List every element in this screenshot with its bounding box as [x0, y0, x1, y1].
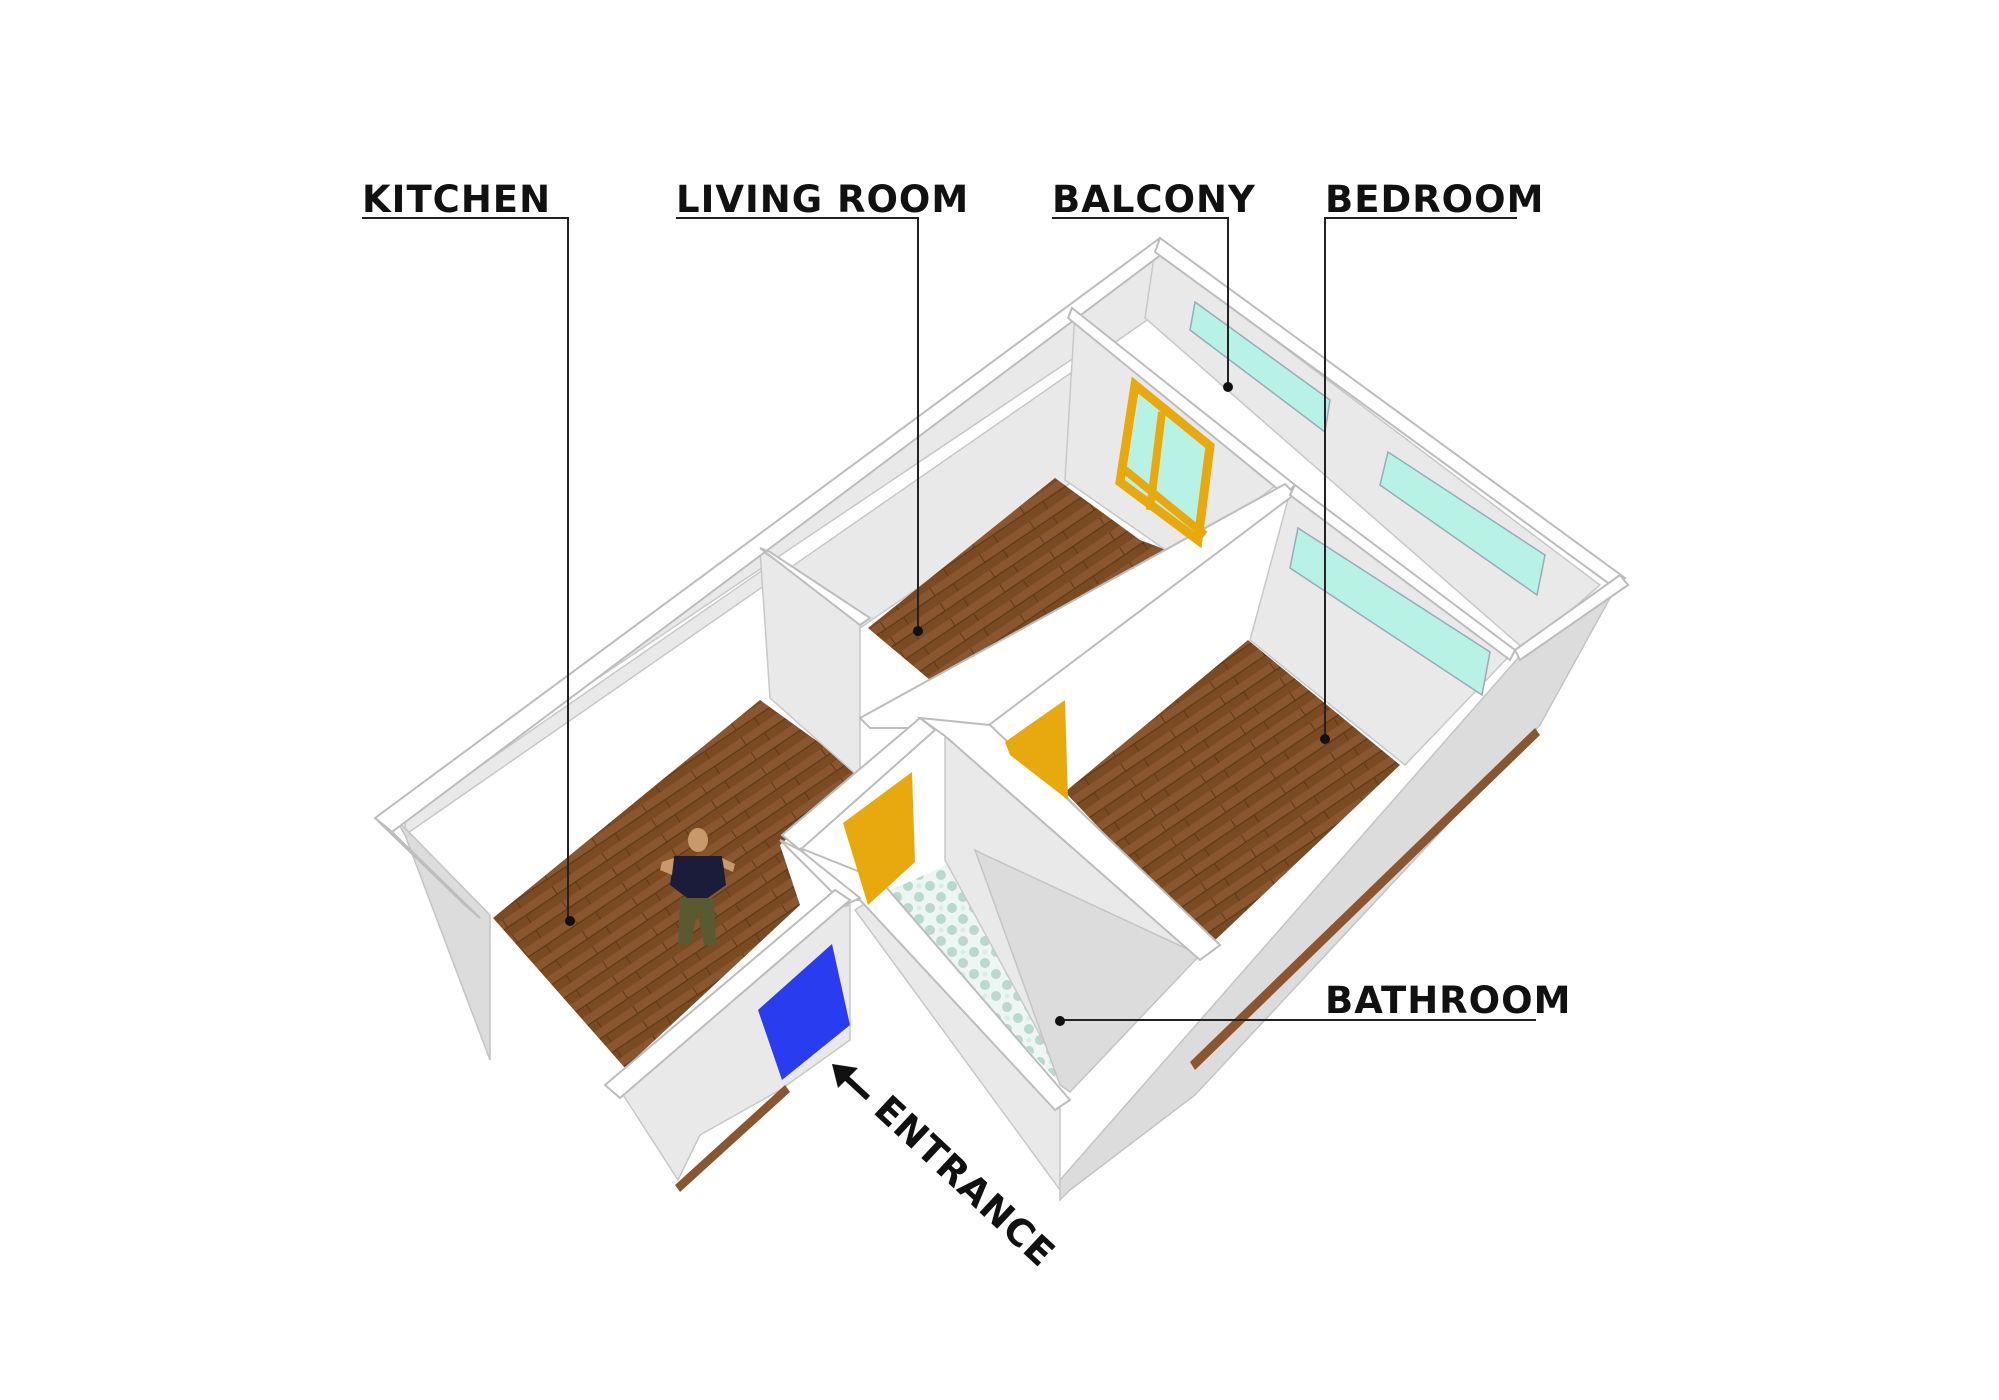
- bedroom-label: BEDROOM: [1325, 178, 1544, 221]
- living-room-floor: [868, 478, 1180, 722]
- bathroom-label: BATHROOM: [1325, 979, 1571, 1022]
- bedroom-floor: [1065, 640, 1400, 945]
- outer-right-wall: [1059, 579, 1621, 1202]
- bedroom-door: [1005, 700, 1068, 800]
- living-room-label: LIVING ROOM: [676, 178, 969, 221]
- balcony-callout: [1052, 217, 1233, 392]
- bathroom-side-wall: [973, 848, 1202, 1093]
- bedroom-callout: [1320, 217, 1517, 744]
- bathroom-door: [843, 772, 915, 905]
- wall-tops: [373, 236, 1630, 1112]
- bathroom-callout: [1055, 1016, 1536, 1026]
- balcony-label: BALCONY: [1052, 178, 1256, 221]
- living-room-callout: [676, 217, 923, 636]
- kitchen-callout: [362, 217, 575, 926]
- slab-edge-left: [675, 1085, 790, 1192]
- kitchen-label: KITCHEN: [362, 178, 551, 221]
- balcony-door: [1115, 376, 1215, 549]
- slab-edge-right: [1190, 728, 1540, 1070]
- bedroom-window: [1289, 526, 1491, 697]
- entrance-door: [758, 944, 850, 1080]
- kitchen-left-wall: [394, 817, 491, 1061]
- person-figure-icon: [660, 828, 735, 945]
- arrow-up-left-icon: [832, 1064, 871, 1101]
- balcony-window-2: [1379, 450, 1546, 597]
